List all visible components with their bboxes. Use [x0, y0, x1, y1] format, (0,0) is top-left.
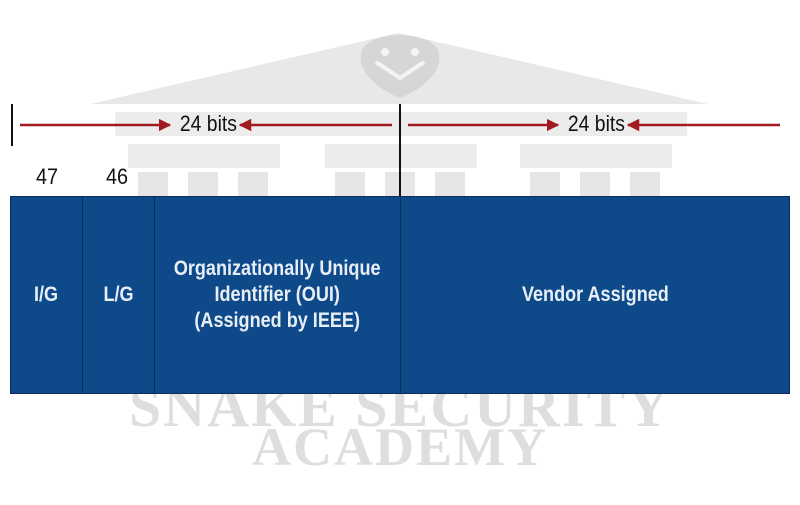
field-ig: I/G — [11, 197, 83, 393]
range-2-label: 24 bits — [567, 111, 625, 136]
logo-beam-left — [128, 144, 280, 168]
watermark-subtitle: ACADEMY — [252, 417, 548, 477]
bit-number-47: 47 — [36, 164, 59, 189]
logo-beam-right — [520, 144, 672, 168]
address-fields: I/G L/G Organizationally Unique Identifi… — [10, 196, 790, 394]
logo-columns — [138, 172, 660, 198]
field-lg: L/G — [83, 197, 155, 393]
field-vendor: Vendor Assigned — [401, 197, 789, 393]
field-vendor-label: Vendor Assigned — [521, 282, 669, 306]
snake-head-icon — [360, 35, 440, 98]
field-lg-label: L/G — [103, 282, 134, 306]
field-ig-label: I/G — [34, 282, 59, 306]
bit-number-46: 46 — [106, 164, 129, 189]
field-oui-label: Organizationally Unique Identifier (OUI)… — [174, 256, 381, 333]
field-oui: Organizationally Unique Identifier (OUI)… — [155, 197, 401, 393]
range-1-label: 24 bits — [179, 111, 237, 136]
